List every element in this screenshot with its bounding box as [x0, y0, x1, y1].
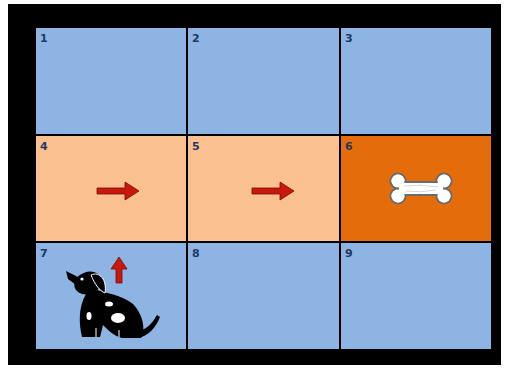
right-arrow [97, 182, 139, 200]
cell-fill [340, 242, 492, 350]
cell-fill [340, 27, 492, 135]
up-arrow [111, 257, 127, 283]
cell-fill [187, 135, 340, 242]
cell-fill [35, 242, 187, 350]
cell-fill [340, 135, 492, 242]
grid-cell: 6 [340, 135, 492, 242]
cell-fill [35, 135, 187, 242]
grid-cell: 4 [35, 135, 187, 242]
black-frame [8, 4, 501, 365]
cell-number: 5 [192, 141, 200, 153]
cell-fill [35, 27, 187, 135]
grid-cell: 1 [35, 27, 187, 135]
grid-cell: 2 [187, 27, 340, 135]
cell-number: 6 [345, 141, 353, 153]
grid-cell: 3 [340, 27, 492, 135]
cell-number: 3 [345, 33, 353, 45]
cell-number: 2 [192, 33, 200, 45]
grid-cell: 8 [187, 242, 340, 350]
cell-fill [187, 242, 340, 350]
cell-number: 4 [40, 141, 48, 153]
cell-number: 7 [40, 248, 48, 260]
cell-fill [187, 27, 340, 135]
right-arrow [252, 182, 294, 200]
cell-number: 9 [345, 248, 353, 260]
bone [391, 174, 452, 204]
grid-cell: 9 [340, 242, 492, 350]
cell-number: 1 [40, 33, 48, 45]
cell-number: 8 [192, 248, 200, 260]
grid-cell: 5 [187, 135, 340, 242]
dog-silhouette [66, 268, 160, 338]
grid-cell: 7 [35, 242, 187, 350]
